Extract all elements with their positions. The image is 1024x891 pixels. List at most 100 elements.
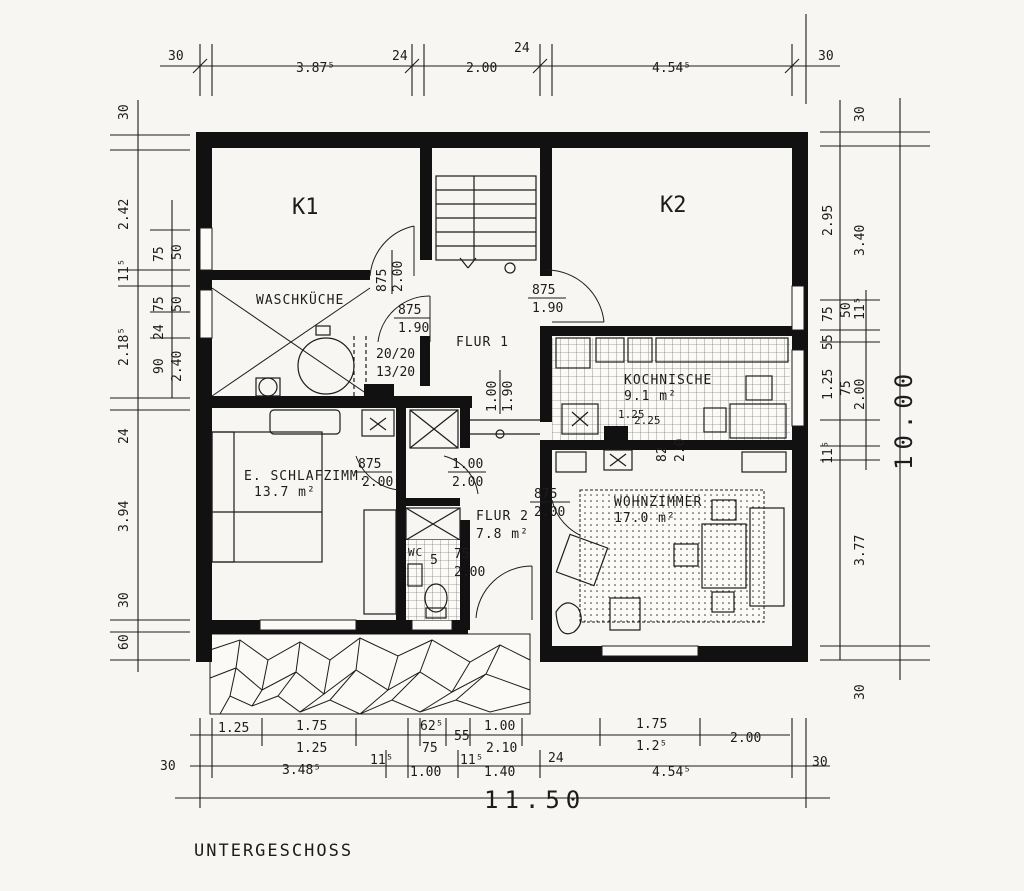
opening-flur2-w: 1.00 — [452, 457, 483, 472]
dim-bottom-e3: 11⁵ — [370, 753, 393, 768]
dim-bottom-b6: 2.00 — [730, 731, 761, 746]
room-label-flur1: FLUR 1 — [456, 335, 509, 350]
room-label-wohnzimmer: WOHNZIMMER — [614, 495, 702, 510]
dim-bottom-e5: 11⁵ — [460, 753, 483, 768]
opening-flur1-left-h: 1.90 — [398, 321, 429, 336]
dim-right-13: 30 — [853, 684, 868, 700]
dim-bottom-e9: 30 — [812, 755, 828, 770]
dim-bottom-c1: 1.25 — [296, 741, 327, 756]
room-label-k2: K2 — [660, 193, 687, 218]
dim-bottom-b3: 62⁵ — [420, 719, 443, 734]
dim-bottom-c4: 2.10 — [486, 741, 517, 756]
opening-waschkueche-w: 875 — [375, 269, 390, 292]
dim-left-13: 3.94 — [117, 501, 132, 532]
dim-top-2: 3.87⁵ — [296, 61, 335, 76]
room-area-wohnzimmer: 17.0 m² — [614, 511, 676, 526]
dim-left-3: 11⁵ — [117, 259, 132, 282]
dim-bottom-e6: 1.40 — [484, 765, 515, 780]
dim-top-4: 2.00 — [466, 61, 497, 76]
dim-bottom-e1: 30 — [160, 759, 176, 774]
room-label-k1: K1 — [292, 195, 319, 220]
opening-waschkueche-h: 2.00 — [391, 261, 406, 292]
dim-top-6: 4.54⁵ — [652, 61, 691, 76]
dim-left-7: 75 — [152, 296, 167, 312]
dim-right-10: 2.00 — [853, 379, 868, 410]
dim-left-15: 60 — [117, 634, 132, 650]
dim-bottom-b2: 1.75 — [296, 719, 327, 734]
stair-note-w: 20/20 — [376, 347, 415, 362]
dim-left-2: 2.42 — [117, 199, 132, 230]
dim-right-12: 3.77 — [853, 535, 868, 566]
opening-wc-w: 75 — [454, 547, 470, 562]
dim-top-3: 24 — [392, 49, 408, 64]
dim-top-5: 24 — [514, 41, 530, 56]
opening-wohn-w: 875 — [534, 487, 557, 502]
room-label-schlafzimmer: E. SCHLAFZIMM. — [244, 469, 368, 484]
room-area-schlafzimmer: 13.7 m² — [254, 485, 316, 500]
dim-left-1: 30 — [117, 104, 132, 120]
dimension-chain-right: 30 2.95 3.40 75 50 11⁵ 55 1.25 75 2.00 1… — [820, 98, 930, 700]
dim-right-8: 1.25 — [821, 369, 836, 400]
dim-right-7: 55 — [821, 334, 836, 350]
dim-bottom-e2: 3.48⁵ — [282, 763, 321, 778]
dim-right-3: 3.40 — [853, 225, 868, 256]
wc-area — [406, 540, 460, 620]
dim-right-2: 2.95 — [821, 205, 836, 236]
opening-flur1-right-h: 1.90 — [532, 301, 563, 316]
dim-bottom-c3: 55 — [454, 729, 470, 744]
dim-bottom-c5: 1.2⁵ — [636, 739, 667, 754]
opening-stair-h: 1.90 — [501, 381, 516, 412]
dim-left-12: 24 — [117, 428, 132, 444]
plan-caption: UNTERGESCHOSS — [194, 841, 353, 861]
dim-right-total: 10.00 — [890, 368, 918, 470]
dim-bottom-b5: 1.75 — [636, 717, 667, 732]
room-area-flur2: 7.8 m² — [476, 527, 529, 542]
opening-schlaf-h: 2.00 — [362, 475, 393, 490]
opening-wc-code: 5 — [430, 553, 438, 568]
dim-bottom-e7: 24 — [548, 751, 564, 766]
bedroom-furniture — [211, 409, 397, 615]
dim-left-8: 24 — [152, 324, 167, 340]
opening-flur1-right-w: 875 — [532, 283, 555, 298]
opening-wc-h: 2.00 — [454, 565, 485, 580]
kitchen-area — [552, 337, 790, 473]
dim-right-1: 30 — [853, 106, 868, 122]
dim-left-11: 2.40 — [170, 351, 185, 382]
staircase — [435, 175, 540, 439]
dim-bottom-e8: 4.54⁵ — [652, 765, 691, 780]
dim-left-10: 90 — [152, 358, 167, 374]
dim-bottom-b1: 1.25 — [218, 721, 249, 736]
dim-left-5: 50 — [170, 244, 185, 260]
dim-bottom-b4: 1.00 — [484, 719, 515, 734]
opening-koch-door-w: 82 — [655, 446, 670, 462]
opening-wohn-h: 2.00 — [534, 505, 565, 520]
dim-left-6: 2.18⁵ — [117, 327, 132, 366]
opening-schlaf-w: 875 — [358, 457, 381, 472]
stair-note-h: 13/20 — [376, 365, 415, 380]
dim-right-11: 11⁵ — [821, 441, 836, 464]
room-label-waschkueche: WASCHKÜCHE — [256, 291, 344, 308]
living-room-area — [555, 489, 785, 635]
opening-flur2-h: 2.00 — [452, 475, 483, 490]
opening-koch-window-h: 2.25 — [634, 414, 661, 427]
room-labels: K1 K2 WASCHKÜCHE FLUR 1 KOCHNISCHE 9.1 m… — [244, 193, 712, 559]
dim-bottom-e4: 1.00 — [410, 765, 441, 780]
dim-left-14: 30 — [117, 592, 132, 608]
dim-left-9: 50 — [170, 296, 185, 312]
room-label-kochnische: KOCHNISCHE — [624, 373, 712, 388]
opening-flur1-left-w: 875 — [398, 303, 421, 318]
room-area-kochnische: 9.1 m² — [624, 389, 677, 404]
opening-stair-w: 1.00 — [485, 381, 500, 412]
dim-top-1: 30 — [168, 49, 184, 64]
opening-koch-door-h: 2.0 — [673, 439, 688, 462]
dim-bottom-c2: 75 — [422, 741, 438, 756]
dim-right-5: 50 — [839, 302, 854, 318]
dimension-chain-left: 30 2.42 11⁵ 75 50 2.18⁵ 75 24 50 90 2.40… — [110, 100, 190, 672]
stone-paving — [209, 633, 531, 715]
doors — [355, 225, 605, 620]
dim-right-9: 75 — [839, 380, 854, 396]
dim-right-6: 11⁵ — [853, 297, 868, 320]
opening-koch-window-w: 1.25 — [618, 408, 645, 421]
dim-top-7: 30 — [818, 49, 834, 64]
